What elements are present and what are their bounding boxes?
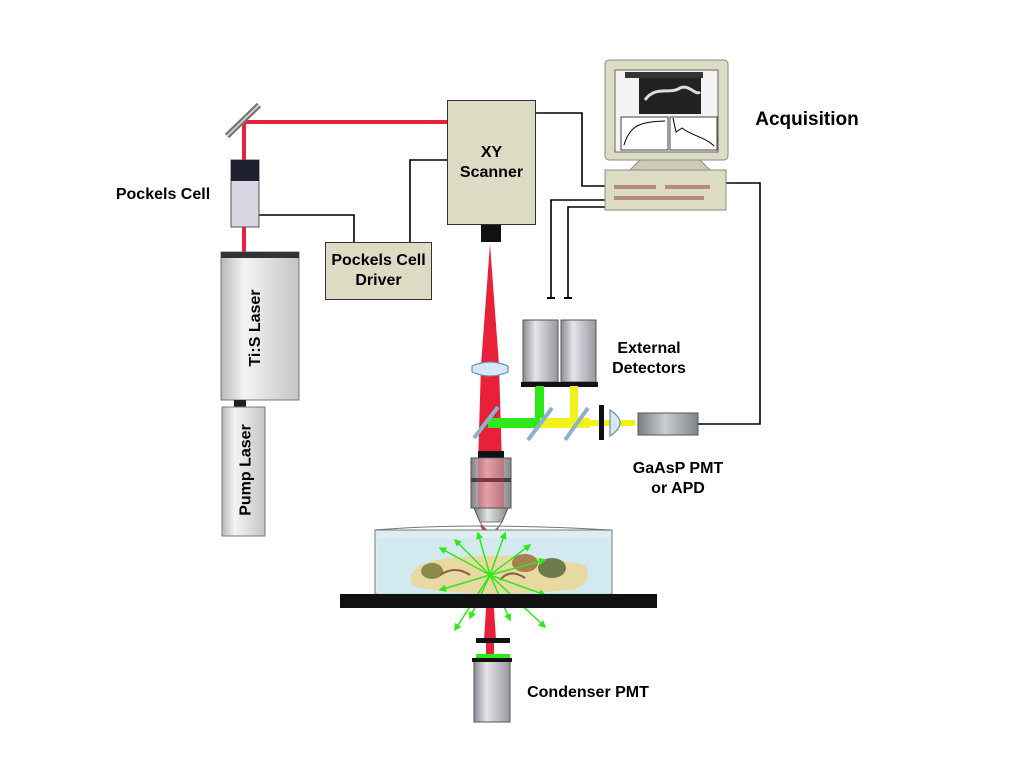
- condenser-pmt: [472, 658, 512, 723]
- dichroic-mirrors: [472, 405, 590, 442]
- label-pockels-cell: Pockels Cell: [115, 186, 211, 203]
- condenser-filter: [476, 638, 510, 643]
- emission-arrows: [438, 531, 547, 632]
- ti-s-laser: [220, 251, 300, 408]
- xy-scanner-box: XY Scanner: [447, 100, 536, 225]
- pump-laser: [221, 406, 266, 537]
- objective: [470, 451, 512, 532]
- wires: [259, 112, 761, 425]
- sample-dish: [374, 525, 613, 595]
- label-external-detectors: External Detectors: [612, 340, 686, 377]
- microscope-stage: [340, 594, 657, 608]
- external-detector-right: [559, 319, 598, 392]
- scanner-output-port: [481, 225, 501, 242]
- label-pump-laser: Pump Laser: [237, 424, 255, 516]
- external-detector-left: [521, 319, 560, 392]
- label-condenser-pmt: Condenser PMT: [527, 684, 649, 701]
- gaasp-lens: [609, 408, 621, 438]
- label-acquisition: Acquisition: [755, 109, 859, 130]
- label-ti-s-laser: Ti:S Laser: [247, 289, 264, 367]
- pockels-cell-driver-box: Pockels Cell Driver: [325, 242, 432, 300]
- label-gaasp-pmt: GaAsP PMT or APD: [632, 460, 724, 497]
- computer: [604, 59, 729, 211]
- pockels-cell: [230, 159, 260, 228]
- gaasp-detector: [637, 412, 699, 436]
- scan-lens: [471, 361, 509, 377]
- gaasp-filter: [599, 405, 604, 440]
